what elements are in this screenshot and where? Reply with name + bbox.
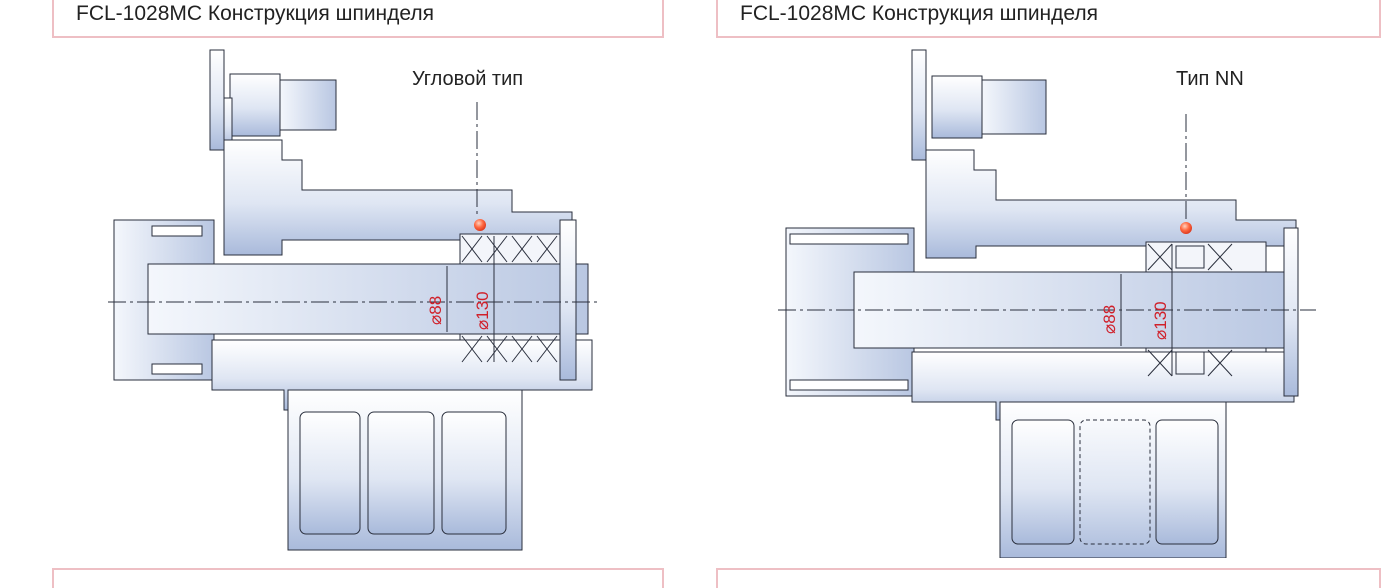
panel-title: FCL-1028MC Конструкция шпинделя (740, 2, 1099, 25)
encoder-motor (981, 79, 1047, 135)
panel-header: FCL-1028MC Конструкция шпинделя (716, 0, 1381, 38)
base-rib (441, 411, 507, 535)
bearing-marker (1180, 222, 1192, 234)
dimension-d88: ⌀88 (1100, 305, 1119, 334)
encoder-motor (279, 79, 337, 131)
motor-bracket (209, 49, 225, 151)
base-rib (1079, 419, 1151, 545)
dimension-d88: ⌀88 (426, 296, 445, 325)
bearing-set-upper (1145, 241, 1267, 273)
panel-footer-frame (716, 568, 1381, 588)
panel-angular: FCL-1028MC Конструкция шпинделя Угловой … (52, 0, 664, 588)
base-rib (1011, 419, 1075, 545)
base-rib (1155, 419, 1219, 545)
panel-title: FCL-1028MC Конструкция шпинделя (76, 2, 435, 25)
dimension-d130: ⌀130 (1151, 301, 1170, 340)
bearing-marker (474, 219, 486, 231)
base-rib (367, 411, 435, 535)
spindle-cross-section-drawing: ⌀88 ⌀130 (108, 49, 598, 551)
dimension-d130: ⌀130 (473, 291, 492, 330)
spindle-cross-section-drawing: ⌀88 ⌀130 (778, 49, 1316, 558)
bearing-type-label: Угловой тип (412, 68, 524, 90)
panel-footer-frame (52, 568, 664, 588)
spindle-nose (559, 219, 577, 381)
pulley-housing (931, 75, 983, 139)
base-rib (299, 411, 361, 535)
panel-header: FCL-1028MC Конструкция шпинделя (52, 0, 664, 38)
spindle-nose (1283, 227, 1299, 397)
spindle-shaft (147, 263, 589, 335)
bearing-type-label: Тип NN (1176, 68, 1244, 90)
panel-nn: FCL-1028MC Конструкция шпинделя Тип NN (716, 0, 1381, 588)
bearing-set-upper (459, 233, 561, 265)
upper-housing (925, 149, 1297, 259)
motor-bracket (911, 49, 927, 161)
pulley-housing (229, 73, 281, 137)
